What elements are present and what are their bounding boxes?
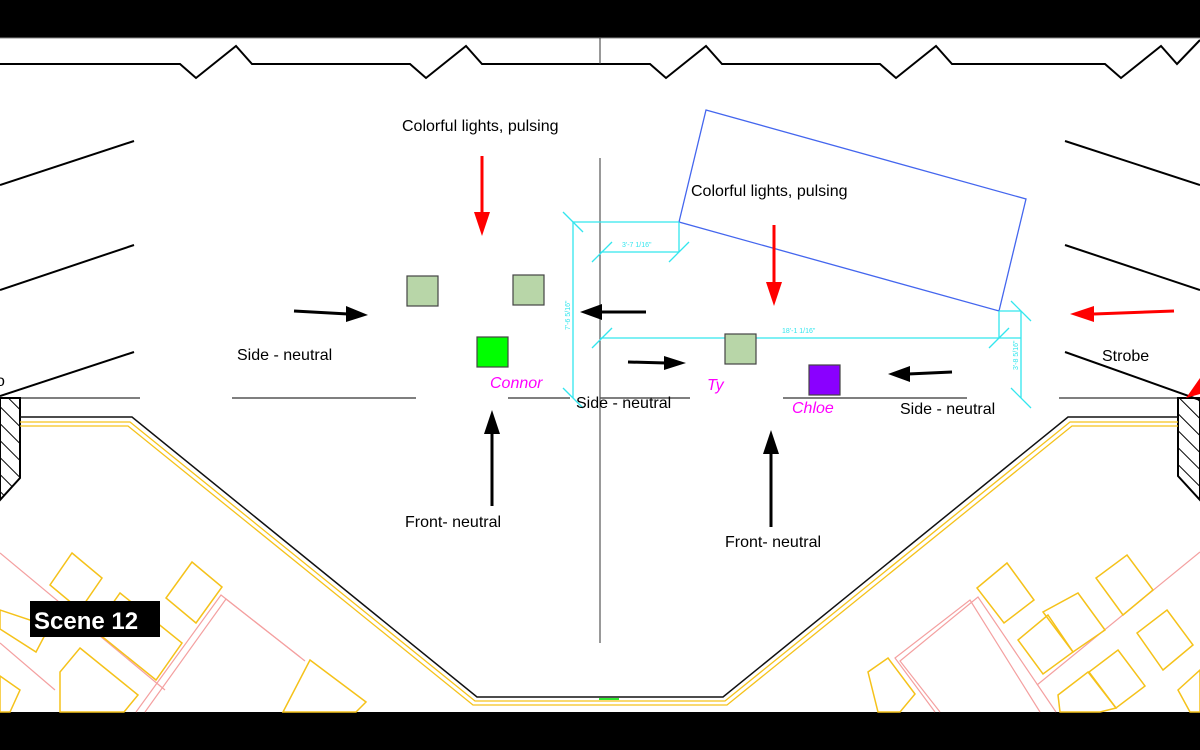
dimension-a-label: 3'-7 1/16" (622, 242, 652, 249)
marker-chloe (808, 364, 841, 396)
scene-title: Scene 12 (34, 608, 138, 635)
arrow-side-right (888, 366, 953, 382)
dimension-c-label: 18'-1 1/16" (782, 328, 816, 335)
cue-label-color-right: Colorful lights, pulsing (691, 183, 848, 200)
arrow-color-right (766, 225, 782, 306)
center-mark (599, 698, 619, 700)
arrow-side-left-inner (580, 304, 646, 320)
stage-edge (20, 416, 1178, 698)
actor-label-ty: Ty (707, 377, 725, 394)
marker-connor (476, 336, 509, 368)
right-wing-masking (1064, 140, 1200, 401)
cue-label-side-center: Side - neutral (576, 395, 671, 412)
arrow-side-center (627, 356, 686, 370)
scene-badge: Scene 12 (30, 601, 160, 637)
upstage-wall (0, 39, 1200, 80)
stage-edge-trim-2 (20, 425, 1178, 706)
letterbox-top (0, 0, 1200, 38)
proscenium-right (1177, 397, 1200, 502)
actor-label-chloe: Chloe (792, 400, 834, 417)
svg-text:o: o (0, 373, 5, 390)
dimension-d-label: 3'-8 5/16" (1013, 340, 1020, 370)
stage-edge-trim-1 (20, 421, 1178, 702)
arrow-side-left (293, 306, 368, 322)
arrow-front-left (484, 410, 500, 506)
cue-label-front-left: Front- neutral (405, 514, 501, 531)
dimension-lines (562, 211, 1032, 409)
proscenium-left (0, 397, 21, 502)
marker-neutral-1 (406, 275, 439, 307)
arrow-front-right (763, 430, 779, 527)
arrow-strobe (1070, 306, 1175, 322)
cue-label-side-left: Side - neutral (237, 347, 332, 364)
cue-label-color-left: Colorful lights, pulsing (402, 118, 559, 135)
marker-neutral-2 (512, 274, 545, 306)
arrow-offscreen-left: o (0, 373, 5, 390)
marker-ty (724, 333, 757, 365)
cue-label-strobe: Strobe (1102, 348, 1149, 365)
seating-right (867, 551, 1200, 713)
left-wing-masking (0, 140, 135, 397)
letterbox-bottom (0, 712, 1200, 750)
actor-label-connor: Connor (490, 375, 543, 392)
cue-label-side-right: Side - neutral (900, 401, 995, 418)
dimension-b-label: 7'-6 5/16" (565, 300, 572, 330)
arrow-strobe-offscreen (1186, 378, 1200, 398)
cue-label-front-right: Front- neutral (725, 534, 821, 551)
arrow-color-left (474, 156, 490, 236)
